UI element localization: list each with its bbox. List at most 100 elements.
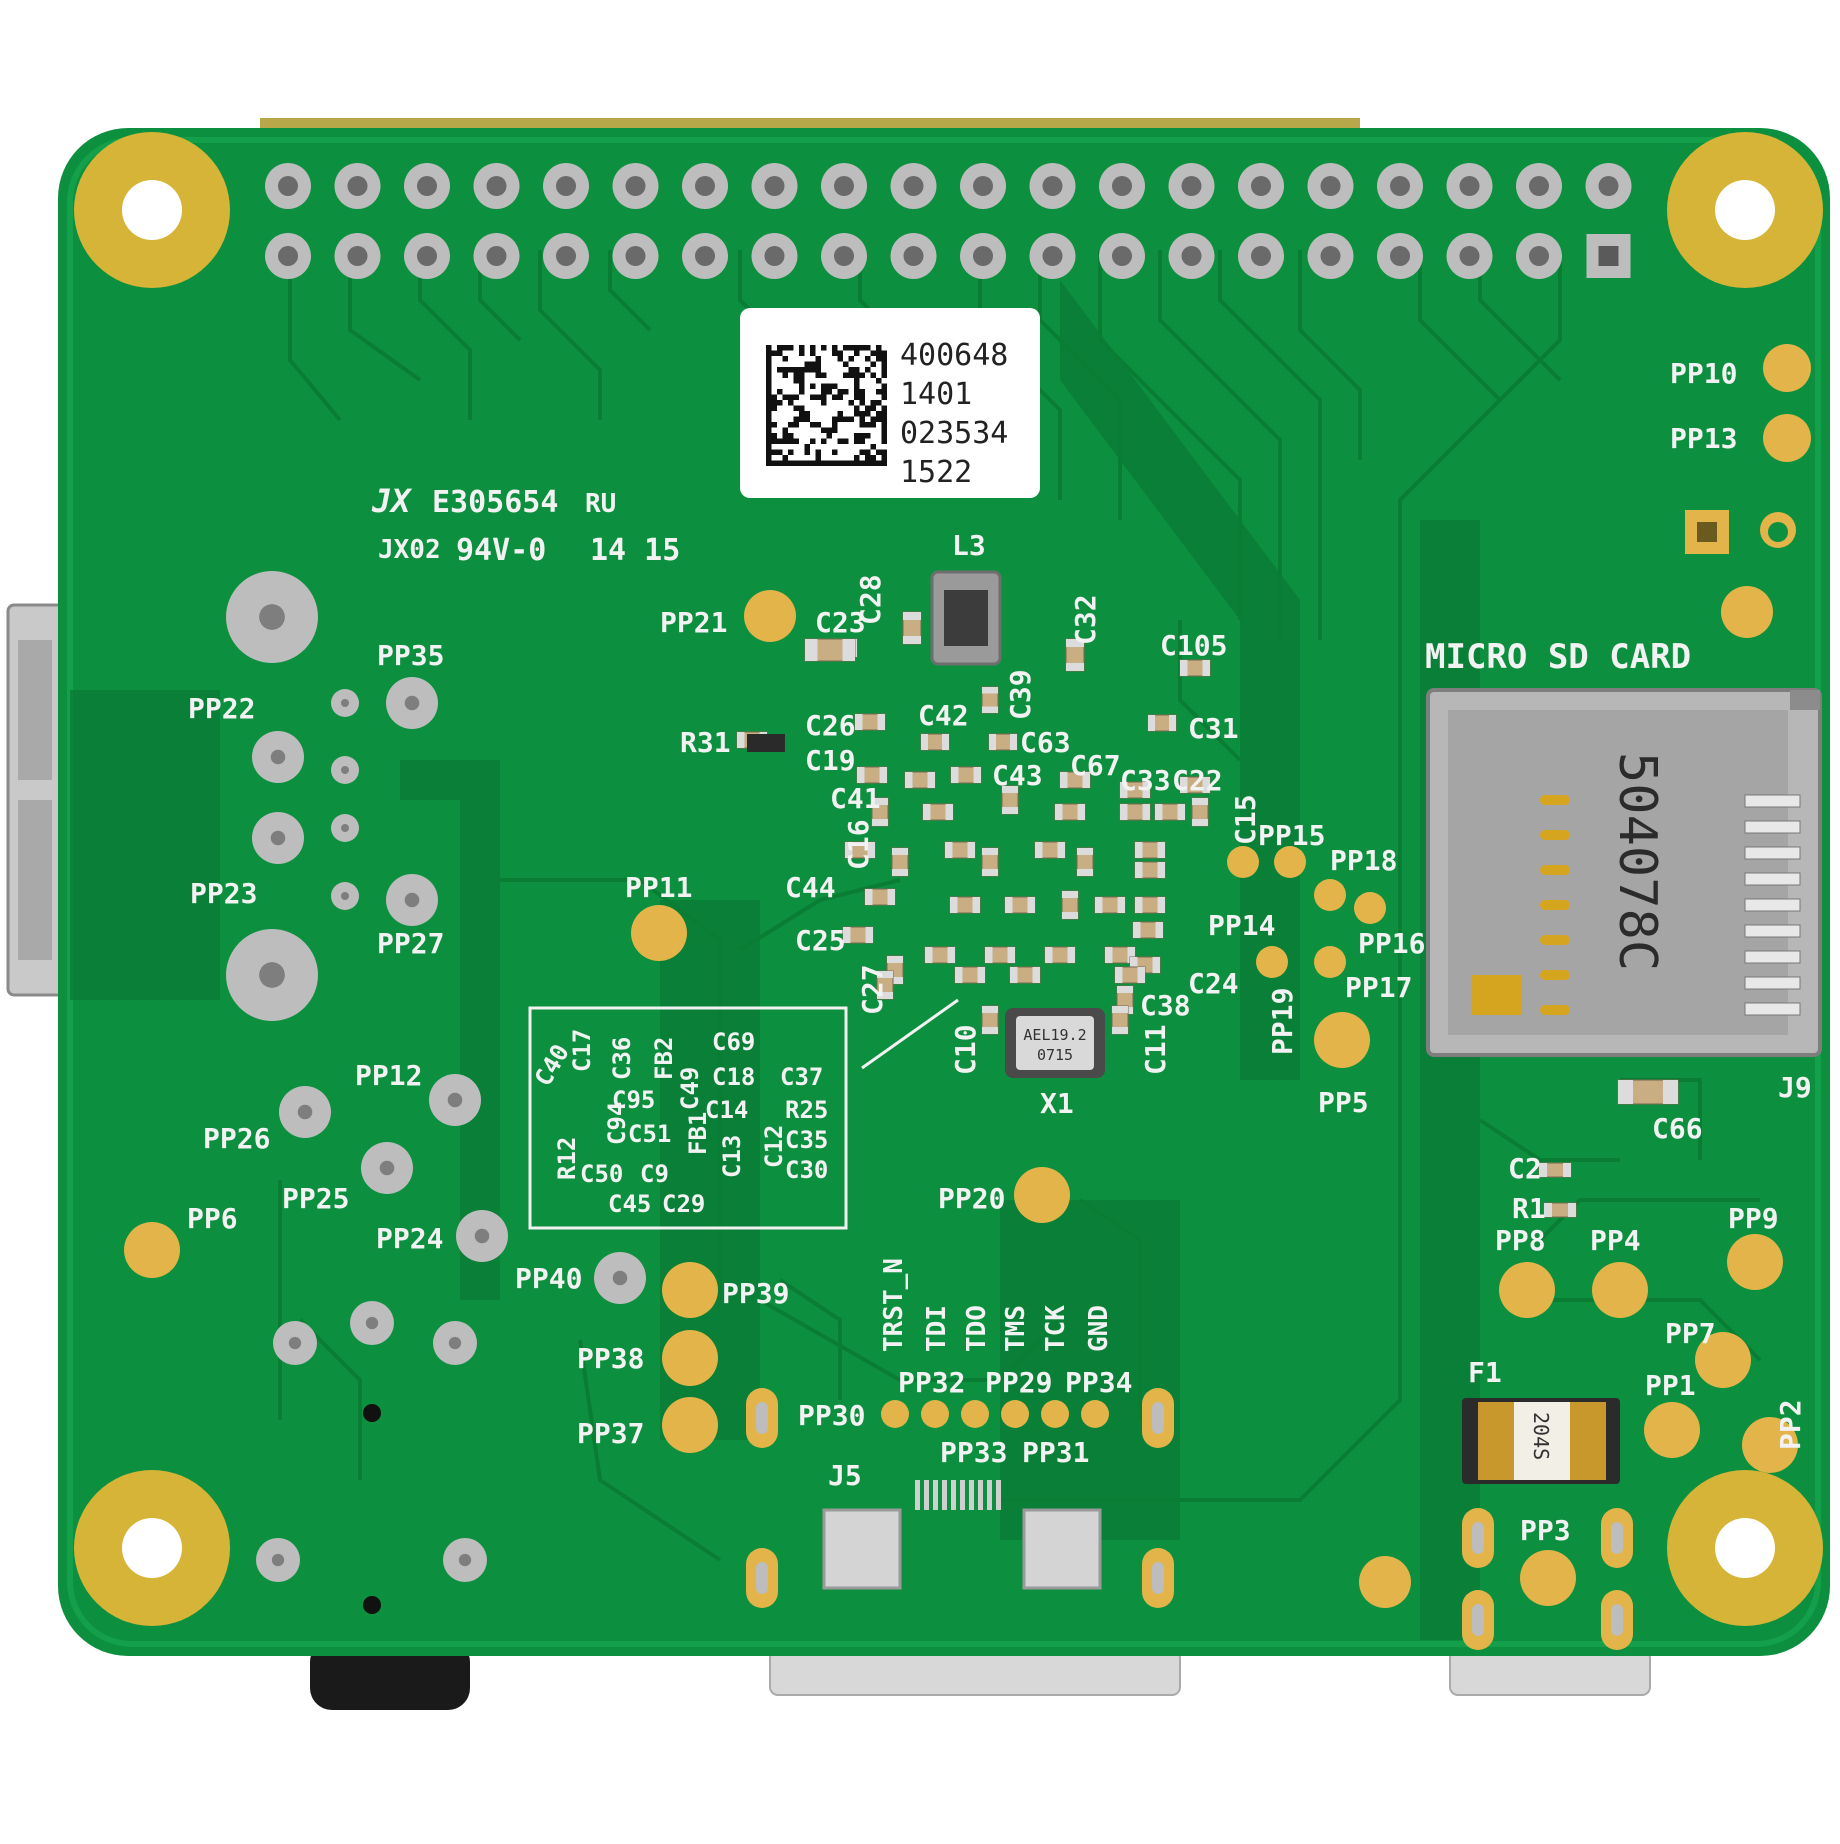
gpio-pin (682, 163, 728, 209)
sd-side-pin (1744, 872, 1801, 886)
gpio-pin (1516, 163, 1562, 209)
silver-pad (226, 929, 318, 1021)
oval-pad (1142, 1388, 1174, 1448)
mounting-hole (1667, 1470, 1823, 1626)
silver-pad (433, 1321, 477, 1365)
ul-logo: RU (585, 489, 616, 519)
box-label-c29: C29 (662, 1190, 705, 1218)
sd-side-pin (1744, 794, 1801, 808)
test-pad (1227, 846, 1259, 878)
via (363, 1596, 381, 1614)
sd-contact (1540, 795, 1570, 805)
box-label-c69: C69 (712, 1028, 755, 1056)
designator-c19: C19 (805, 744, 856, 777)
smd-part (1061, 890, 1079, 920)
gpio-pin (1446, 233, 1493, 279)
smd-part (1111, 1005, 1129, 1035)
box-label-c49: C49 (676, 1067, 704, 1110)
designator-pp31: PP31 (1022, 1436, 1089, 1469)
designator-c24: C24 (1188, 967, 1239, 1000)
box-label-c9: C9 (640, 1160, 669, 1188)
test-pad (662, 1262, 718, 1318)
inductor-l3 (930, 570, 1002, 666)
designator-pp37: PP37 (577, 1417, 644, 1450)
smd-part (988, 733, 1018, 751)
maker-code: JX02 (378, 535, 441, 565)
test-pad (961, 1400, 989, 1428)
serial-sticker: 400648 1401 023534 1522 (740, 308, 1040, 498)
smd-part (1054, 803, 1086, 821)
through-hole-pads (226, 571, 646, 1614)
smd-components (736, 611, 1679, 1218)
silver-pad (331, 882, 359, 910)
test-pad (1014, 1167, 1070, 1223)
designator-pp12: PP12 (355, 1059, 422, 1092)
gpio-pin (1377, 163, 1423, 209)
designator-pp22: PP22 (188, 692, 255, 725)
crystal-marking-2: 0715 (1037, 1046, 1073, 1064)
sticker-line-1: 400648 (900, 338, 1008, 373)
j5-pin (978, 1480, 983, 1510)
designator-pp5: PP5 (1318, 1086, 1369, 1119)
smd-part (922, 803, 954, 821)
test-pad (1727, 1234, 1783, 1290)
test-pad (1721, 586, 1773, 638)
fuse-marking: 204S (1529, 1412, 1553, 1460)
sd-side-pin (1744, 820, 1801, 834)
sd-side-pins (1744, 794, 1801, 1016)
via (363, 1404, 381, 1422)
designator-pp8: PP8 (1495, 1224, 1546, 1257)
sd-side-pin (1744, 846, 1801, 860)
gpio-pin (543, 233, 589, 279)
designator-c38: C38 (1140, 989, 1191, 1022)
sd-contact (1540, 1005, 1570, 1015)
crystal-marking-1: AEL19.2 (1023, 1026, 1086, 1044)
sticker-line-4: 1522 (900, 455, 972, 490)
designator-c39: C39 (1004, 669, 1037, 720)
trace (500, 878, 722, 1300)
trace (288, 250, 342, 422)
test-pad (1644, 1402, 1700, 1458)
side-connector-slot (18, 640, 52, 780)
trace (1218, 250, 1322, 640)
silver-pad (226, 571, 318, 663)
gpio-pin (1029, 233, 1076, 279)
box-label-c35: C35 (785, 1126, 828, 1154)
gpio-pin (1585, 163, 1632, 209)
smd-part (920, 733, 950, 751)
designator-pp3: PP3 (1520, 1514, 1571, 1547)
designator-pp20: PP20 (938, 1182, 1005, 1215)
designator-pp14: PP14 (1208, 909, 1275, 942)
designator-c28: C28 (854, 574, 887, 625)
designator-pp33: PP33 (940, 1436, 1007, 1469)
gpio-pin (1307, 163, 1354, 209)
silver-pad (361, 1142, 413, 1194)
j5-pins (915, 1480, 1001, 1510)
test-pad (1256, 946, 1288, 978)
smd-part (891, 847, 909, 877)
gpio-pin (821, 163, 867, 209)
fuse-f1: 204S (1462, 1398, 1620, 1484)
silkscreen-pointer (861, 998, 959, 1070)
gpio-pin (404, 163, 450, 209)
smd-part (1134, 841, 1166, 859)
designator-pp35: PP35 (377, 639, 444, 672)
designator-r31: R31 (680, 726, 731, 759)
gpio-pin (1238, 233, 1284, 279)
smd-part (1065, 638, 1085, 672)
test-pad (124, 1222, 180, 1278)
gpio-pin (751, 233, 798, 279)
trace (1098, 250, 1242, 620)
designator-c23: C23 (815, 606, 866, 639)
test-pad (1081, 1400, 1109, 1428)
designator-pp26: PP26 (203, 1122, 270, 1155)
j5-pin (951, 1480, 956, 1510)
designator-l3: L3 (952, 529, 986, 562)
designator-pp24: PP24 (376, 1222, 443, 1255)
mounting-hole (74, 132, 230, 288)
sd-contacts (1540, 795, 1570, 1015)
designator-c32: C32 (1069, 594, 1102, 645)
gpio-pin (543, 163, 589, 209)
gpio-pin (612, 163, 659, 209)
designator-pp15: PP15 (1258, 819, 1325, 852)
